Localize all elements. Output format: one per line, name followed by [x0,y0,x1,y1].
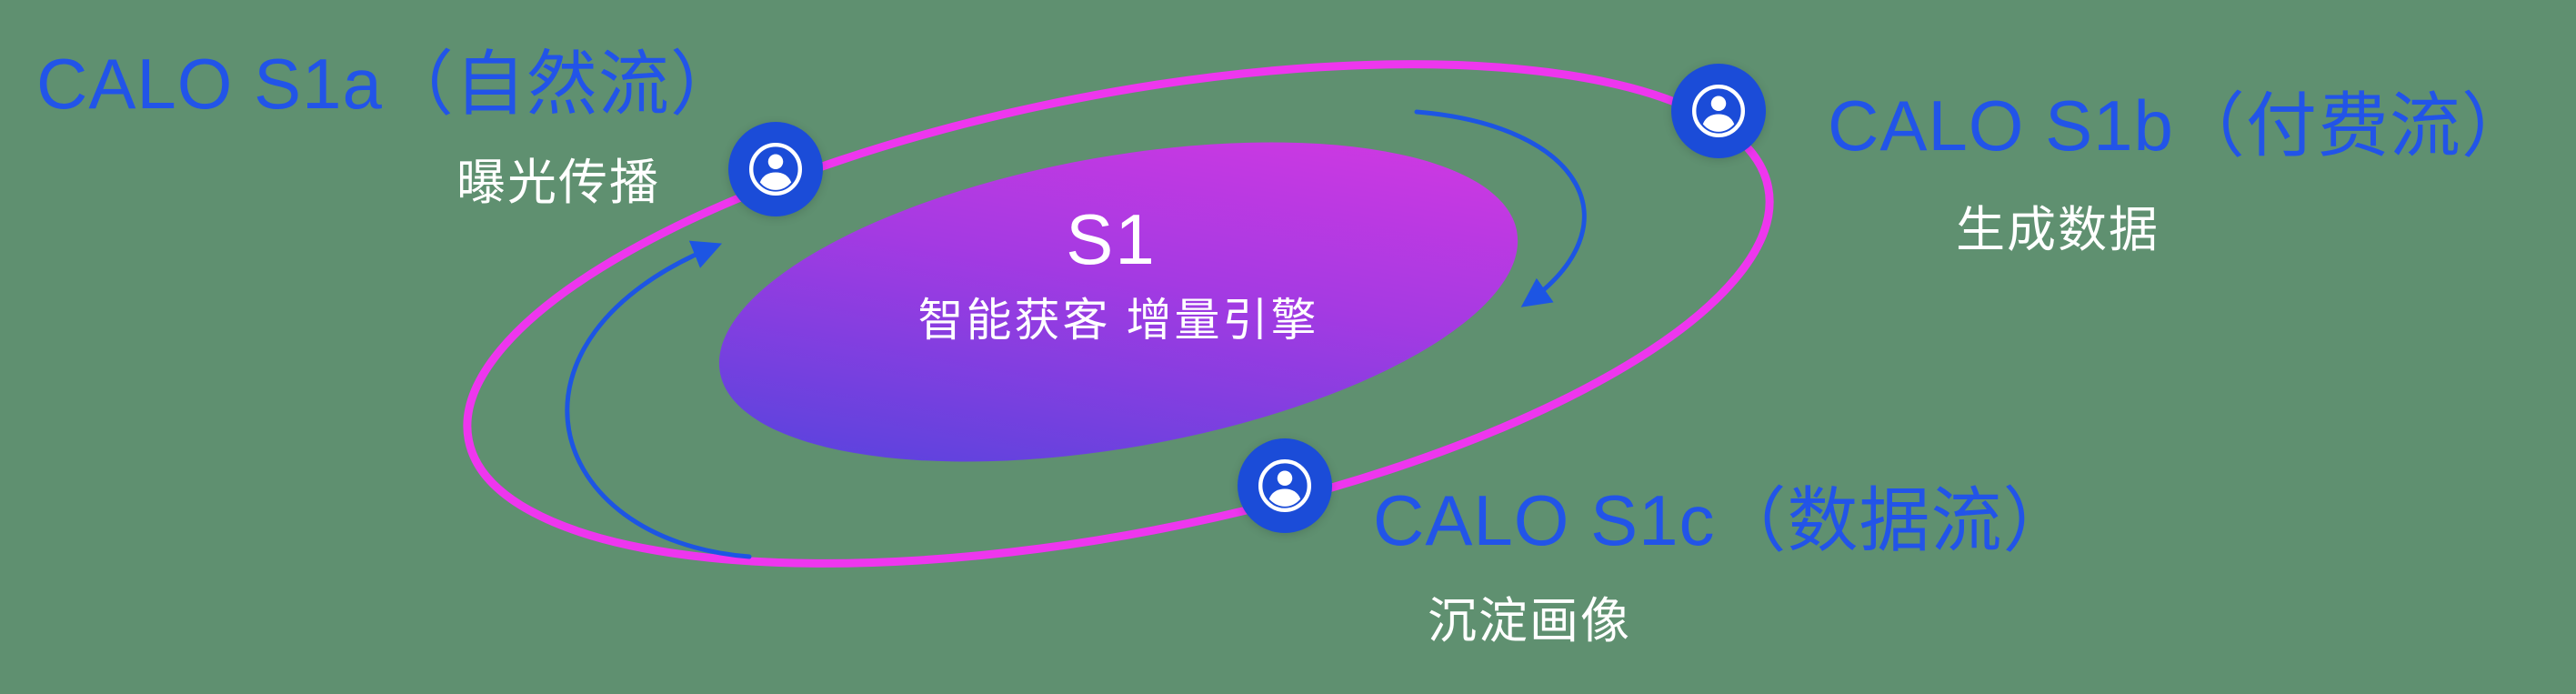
label-calo-s1b: CALO S1b（付费流） [1828,85,2533,166]
orbit-ring [463,60,1774,568]
node-s1b [1671,64,1766,158]
label-calo-s1c: CALO S1c（数据流） [1373,480,2075,560]
sublabel-s1a: 曝光传播 [456,156,660,210]
core-title: S1 [1066,199,1157,279]
node-s1c [1238,438,1332,533]
node-s1a [728,122,823,216]
user-icon [748,142,803,196]
label-calo-s1a: CALO S1a（自然流） [36,44,742,124]
user-icon [1691,84,1746,138]
flow-arrow-right [1414,109,1587,307]
core-subtitle: 智能获客 增量引擎 [917,295,1319,346]
flow-arrow-left [565,240,752,559]
core-ellipse [718,142,1519,462]
user-icon [1258,458,1312,513]
sublabel-s1c: 沉淀画像 [1428,594,1631,649]
sublabel-s1b: 生成数据 [1956,203,2160,257]
